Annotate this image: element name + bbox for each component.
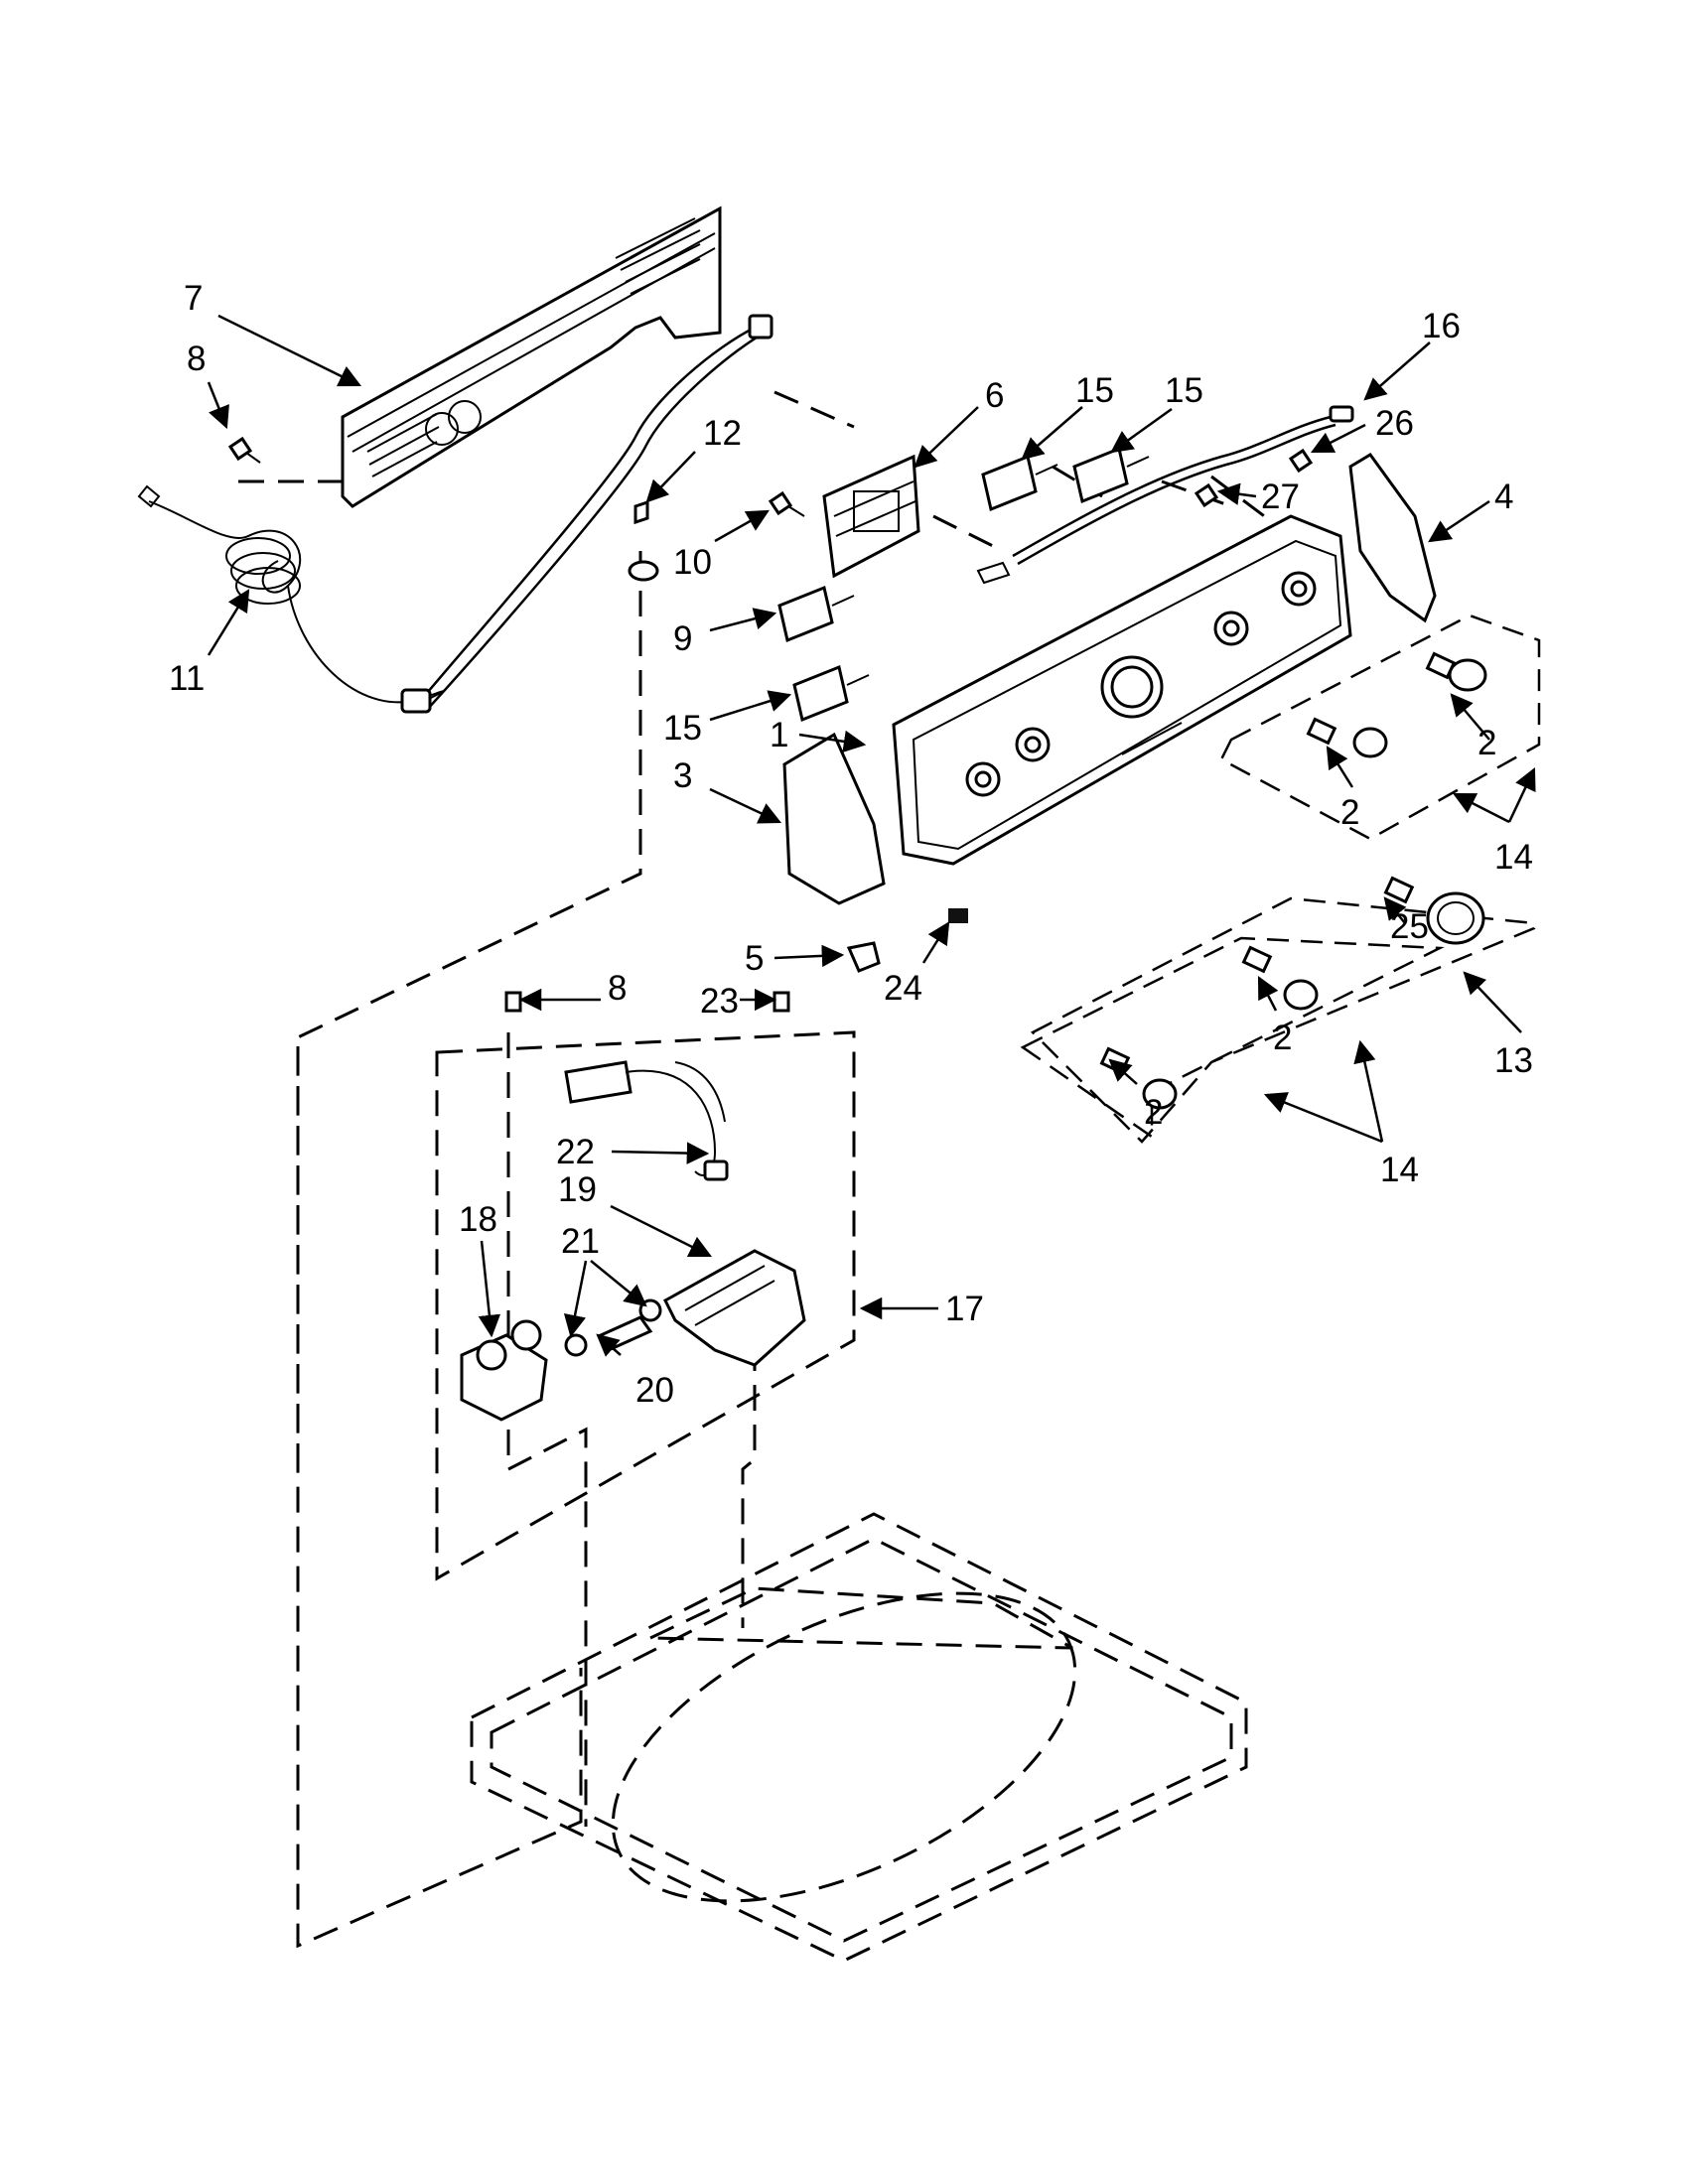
label-5: 5: [745, 939, 764, 978]
label-8-bottom: 8: [608, 969, 627, 1008]
label-25: 25: [1390, 907, 1429, 946]
label-8-top: 8: [187, 340, 206, 378]
switch-15-left: [792, 664, 870, 723]
screw-8-top: [227, 436, 261, 464]
large-knob-13: [1383, 876, 1485, 945]
label-2-d: 2: [1144, 1093, 1163, 1132]
label-15-left: 15: [663, 709, 702, 748]
leader-arrows: [207, 314, 1536, 1357]
label-7: 7: [184, 279, 203, 318]
screw-10: [768, 490, 805, 517]
label-9: 9: [673, 619, 692, 658]
label-15-top-a: 15: [1075, 371, 1114, 410]
screw-26-27: [1194, 448, 1314, 508]
console-back-panel: [341, 205, 722, 508]
label-3: 3: [673, 756, 692, 795]
switch-15-top-b: [1072, 446, 1150, 504]
switch-9: [777, 585, 855, 643]
label-2-a: 2: [1477, 724, 1496, 762]
label-2-c: 2: [1273, 1019, 1292, 1057]
label-2-b: 2: [1340, 793, 1359, 832]
switch-15-top-a: [981, 454, 1058, 512]
knob-group-upper-right: [1219, 614, 1541, 841]
label-24: 24: [884, 969, 922, 1008]
screw-8-23-bottom: [504, 991, 790, 1013]
label-18: 18: [459, 1200, 497, 1239]
label-11: 11: [169, 659, 205, 698]
label-27: 27: [1261, 478, 1300, 516]
label-14-upper: 14: [1494, 838, 1533, 877]
wire-harness-22: [564, 1060, 729, 1181]
label-21: 21: [561, 1222, 600, 1261]
label-26: 26: [1375, 404, 1414, 443]
electronic-control: [822, 454, 920, 579]
label-22: 22: [556, 1133, 595, 1171]
control-harness: [976, 405, 1354, 585]
label-20: 20: [635, 1371, 674, 1410]
label-19: 19: [558, 1170, 597, 1209]
screw-12: [628, 499, 659, 582]
label-1: 1: [770, 716, 788, 754]
inlet-valve-assembly: [435, 1030, 856, 1581]
clip-5: [846, 941, 881, 973]
label-14-lower: 14: [1380, 1151, 1419, 1189]
label-12: 12: [703, 414, 742, 453]
label-10: 10: [673, 543, 712, 582]
control-console: [892, 514, 1352, 866]
wire-harness: [400, 314, 774, 714]
cabinet-top: [470, 1512, 1248, 1963]
label-16: 16: [1422, 307, 1461, 345]
right-end-cap: [1348, 453, 1437, 623]
clip-24: [948, 908, 968, 923]
left-end-cap: [782, 732, 886, 905]
knob-group-upper-mid: [1306, 717, 1388, 758]
label-4: 4: [1494, 478, 1513, 516]
label-13: 13: [1494, 1041, 1533, 1080]
label-17: 17: [945, 1290, 984, 1328]
part-labels: 7 8 11 12 10 9 15 1 3 6 15 15 16 26 27 4…: [169, 279, 1533, 1410]
label-15-top-b: 15: [1165, 371, 1203, 410]
label-6: 6: [985, 376, 1004, 415]
label-23: 23: [700, 982, 739, 1021]
